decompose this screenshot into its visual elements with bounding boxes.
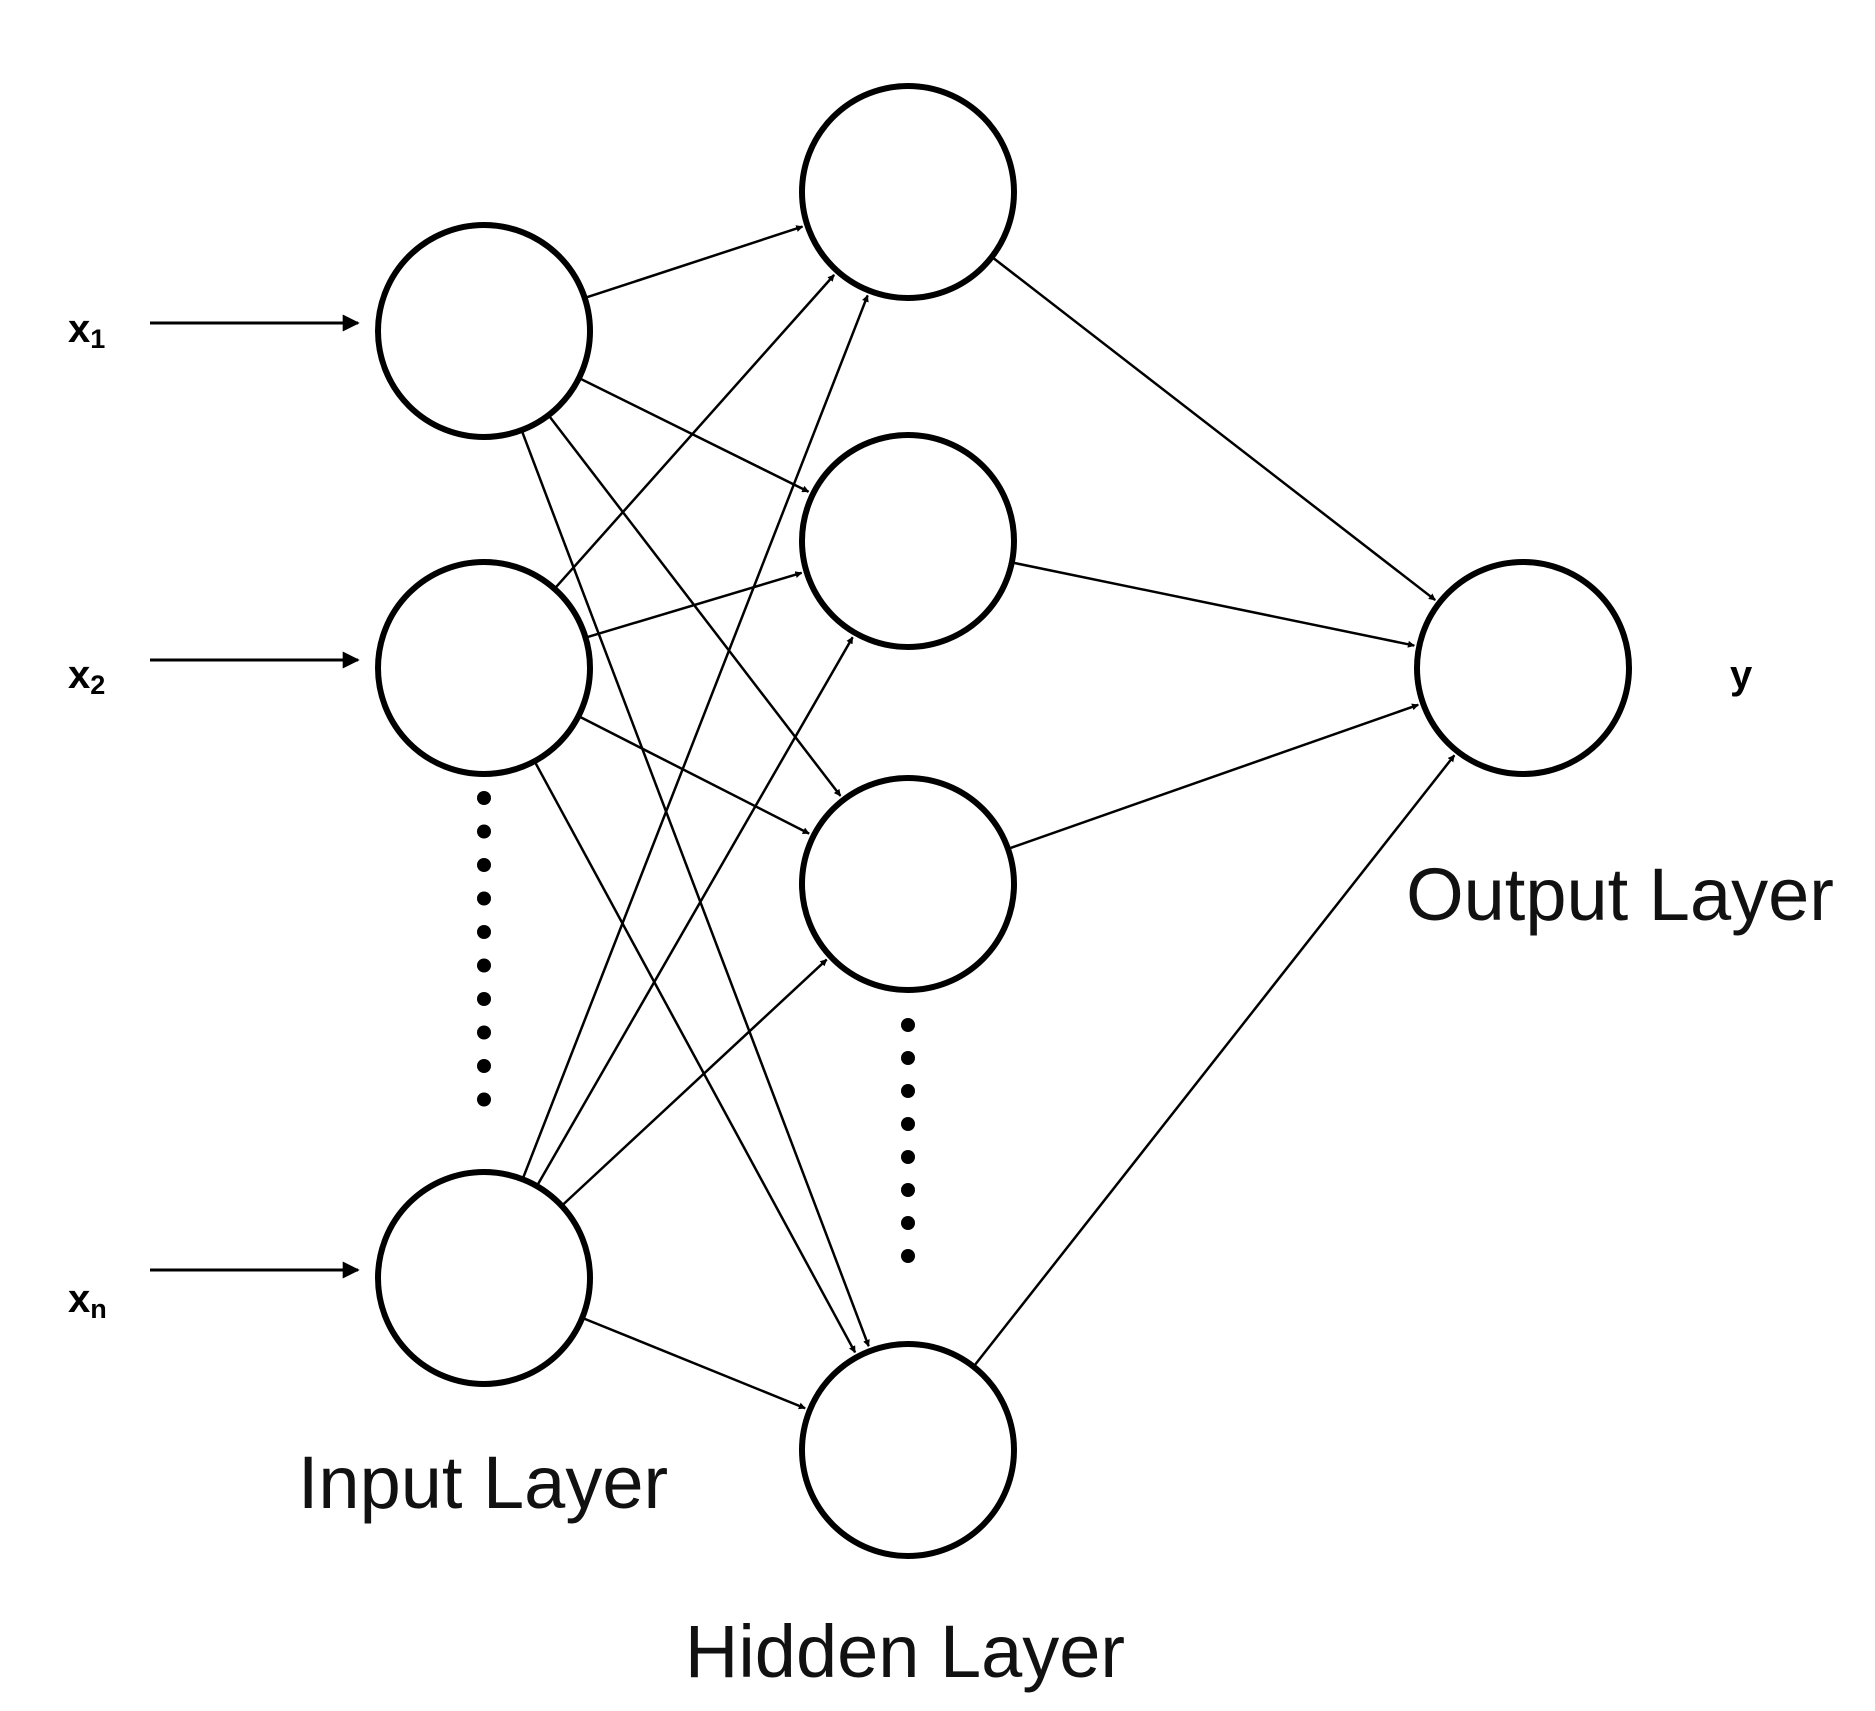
input-label-n: xn: [68, 1277, 107, 1324]
edge-input2-hidden4: [534, 762, 857, 1354]
input-ellipsis-dot: [477, 1025, 491, 1040]
input-ellipsis-dot: [477, 1059, 491, 1073]
edge-hidden4-output: [973, 754, 1456, 1366]
hidden-ellipsis-dot: [901, 1018, 915, 1032]
network-nodes: [375, 83, 1632, 1559]
edge-input2-hidden1: [554, 274, 836, 589]
input-node-3: [375, 1169, 593, 1387]
input-ellipsis-dot: [477, 958, 491, 973]
input-ellipsis-dot: [477, 992, 491, 1006]
edge-input1-hidden4: [521, 431, 870, 1347]
edge-input3-hidden2: [536, 636, 854, 1186]
hidden-ellipsis-dot: [901, 1216, 915, 1230]
edge-hidden2-output: [1013, 561, 1415, 648]
hidden-ellipsis-dot: [901, 1183, 915, 1197]
hidden-ellipsis-dot: [901, 1051, 915, 1065]
edge-input1-hidden2: [580, 377, 810, 493]
edge-hidden3-output: [1009, 703, 1419, 850]
edge-input3-hidden3: [562, 958, 828, 1206]
input-ellipsis-dot: [477, 891, 491, 906]
edge-input2-hidden2: [587, 571, 803, 639]
input-ellipsis-dot: [477, 925, 491, 939]
hidden-ellipsis-dot: [901, 1084, 915, 1098]
output-layer-label: Output Layer: [1406, 853, 1834, 936]
input-node-1: [375, 222, 593, 440]
input-ellipsis-dot: [477, 791, 491, 805]
ellipsis-dots: [477, 791, 915, 1263]
edge-input1-hidden1: [586, 225, 804, 299]
hidden-node-1: [799, 83, 1017, 301]
input-ellipsis-dot: [477, 824, 491, 839]
connection-edges: [521, 225, 1456, 1410]
output-variable-label: y: [1730, 653, 1753, 697]
hidden-layer-label: Hidden Layer: [685, 1610, 1125, 1693]
input-layer-label: Input Layer: [298, 1441, 668, 1524]
hidden-node-2: [799, 432, 1017, 650]
input-ellipsis-dot: [477, 1092, 491, 1107]
input-ellipsis-dot: [477, 858, 491, 872]
hidden-ellipsis-dot: [901, 1249, 915, 1263]
input-node-2: [375, 559, 593, 777]
hidden-ellipsis-dot: [901, 1117, 915, 1131]
edge-input2-hidden3: [579, 715, 810, 835]
edge-input3-hidden1: [522, 294, 869, 1178]
input-label-2: x2: [68, 653, 105, 700]
output-node: [1414, 559, 1632, 777]
edge-input3-hidden4: [583, 1317, 806, 1410]
input-arrows: [150, 314, 360, 1279]
input-label-1: x1: [68, 307, 105, 354]
hidden-ellipsis-dot: [901, 1150, 915, 1164]
hidden-node-3: [799, 775, 1017, 993]
edge-input1-hidden3: [548, 415, 842, 797]
hidden-node-4: [799, 1341, 1017, 1559]
edge-hidden1-output: [992, 257, 1436, 602]
